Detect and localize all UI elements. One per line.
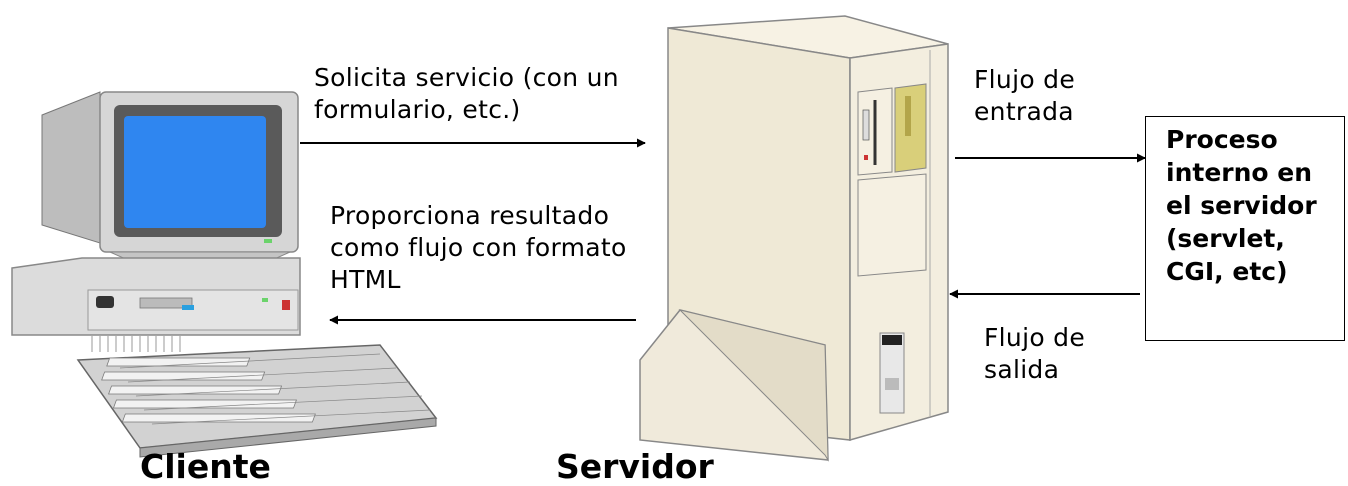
response-label-line1: Proporciona resultado (330, 201, 610, 230)
client-label: Cliente (140, 447, 271, 486)
request-label: Solicita servicio (con un formulario, et… (314, 62, 619, 126)
input-flow-line1: Flujo de (974, 65, 1076, 94)
output-flow-line2: salida (984, 355, 1060, 384)
response-label-line2: como flujo con formato (330, 233, 627, 262)
server-label: Servidor (556, 447, 714, 486)
output-flow-line1: Flujo de (984, 323, 1086, 352)
client-computer-icon (11, 91, 438, 458)
process-box: Proceso interno en el servidor (servlet,… (1145, 116, 1345, 341)
server-tower-icon (639, 15, 949, 462)
process-line: interno en (1166, 158, 1313, 187)
response-label: Proporciona resultado como flujo con for… (330, 200, 627, 296)
process-line: Proceso (1166, 125, 1278, 154)
output-flow-label: Flujo de salida (984, 322, 1085, 386)
monitor-screen (124, 116, 266, 228)
input-flow-label: Flujo de entrada (974, 64, 1075, 128)
process-line: el servidor (1166, 191, 1317, 220)
request-label-line1: Solicita servicio (con un (314, 63, 619, 92)
process-line: CGI, etc) (1166, 257, 1288, 286)
process-box-text: Proceso interno en el servidor (servlet,… (1166, 123, 1317, 288)
request-label-line2: formulario, etc.) (314, 95, 521, 124)
input-flow-line2: entrada (974, 97, 1074, 126)
response-label-line3: HTML (330, 265, 401, 294)
process-line: (servlet, (1166, 224, 1285, 253)
